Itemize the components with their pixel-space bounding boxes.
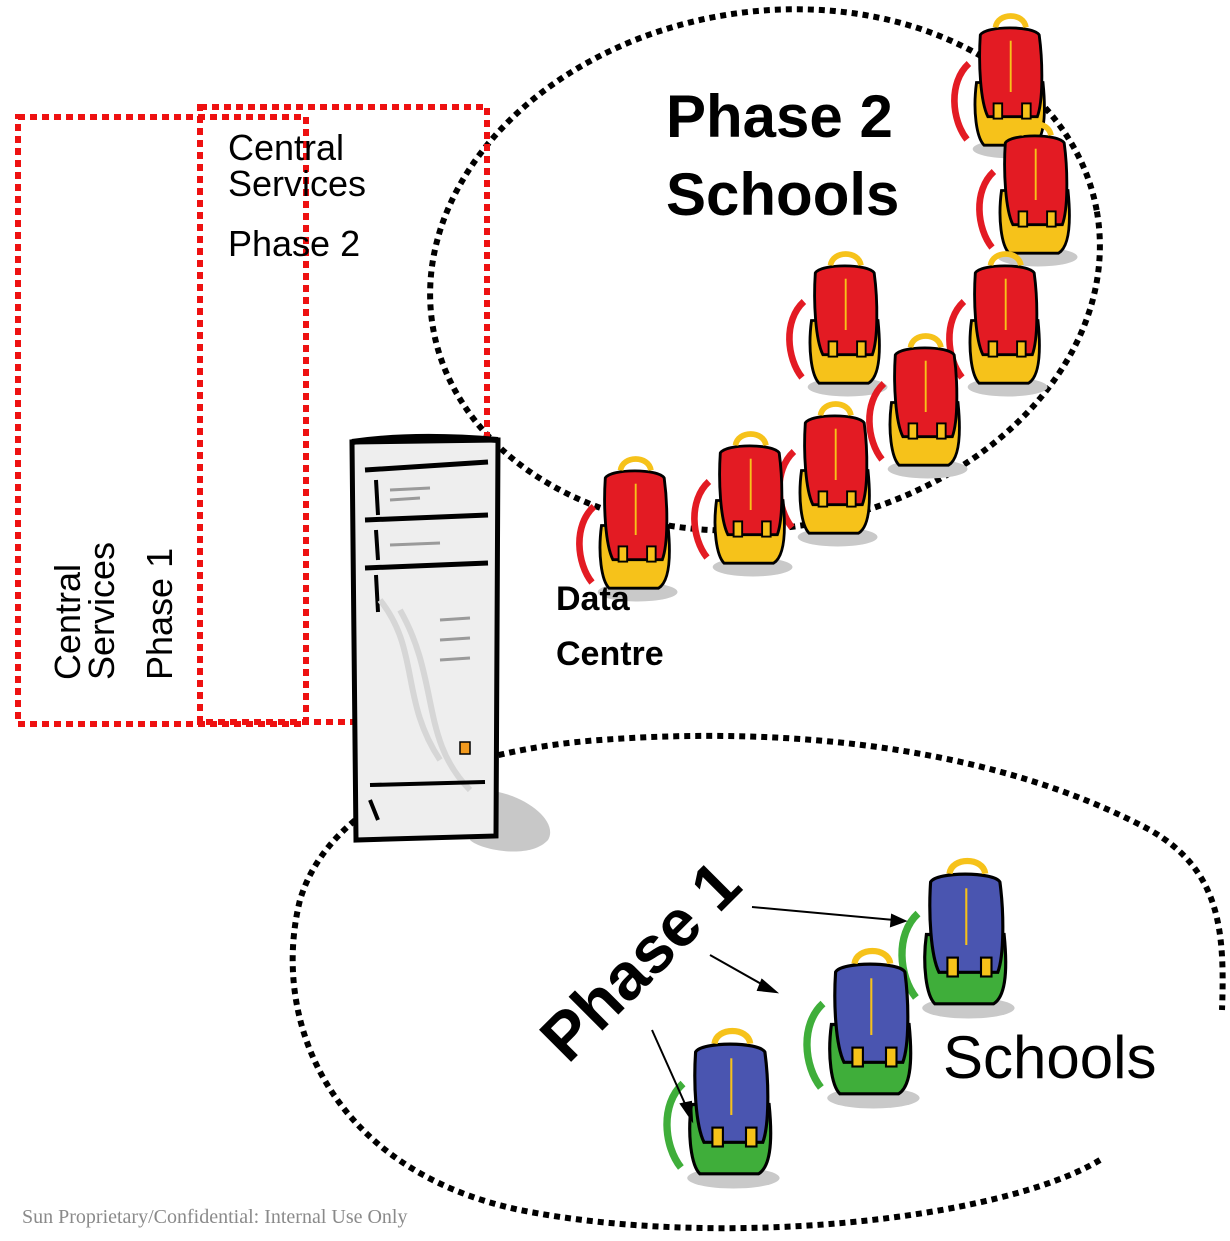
central-services-phase1-label: Central Services Phase 1: [47, 532, 180, 680]
phase1-schools-label: Schools: [943, 1024, 1156, 1091]
phase1-school-bag-icon: [902, 861, 1015, 1019]
data-centre-label: Data Centre: [556, 580, 664, 673]
phase1-arrows: [651, 906, 908, 1124]
central-services-phase2-box: [197, 104, 490, 725]
confidentiality-footer: Sun Proprietary/Confidential: Internal U…: [22, 1206, 407, 1228]
phase2-school-bag-icon: [869, 336, 967, 479]
phase2-school-bag-icon: [949, 254, 1047, 397]
phase1-school-bag-icon: [807, 951, 920, 1109]
central-services-phase2-label: Central Services Phase 2: [228, 127, 376, 264]
central-services-phase1-box: [15, 114, 309, 727]
phase2-school-bag-icon: [779, 404, 877, 547]
phase2-boundary: [427, 6, 1103, 534]
phase2-schools-title: Phase 2 Schools: [666, 83, 910, 228]
phase2-school-bag-icon: [789, 254, 887, 397]
phase1-boundary: [289, 732, 1226, 1232]
phase2-school-bag-icon: [694, 434, 792, 577]
server-tower-icon: [349, 433, 551, 852]
